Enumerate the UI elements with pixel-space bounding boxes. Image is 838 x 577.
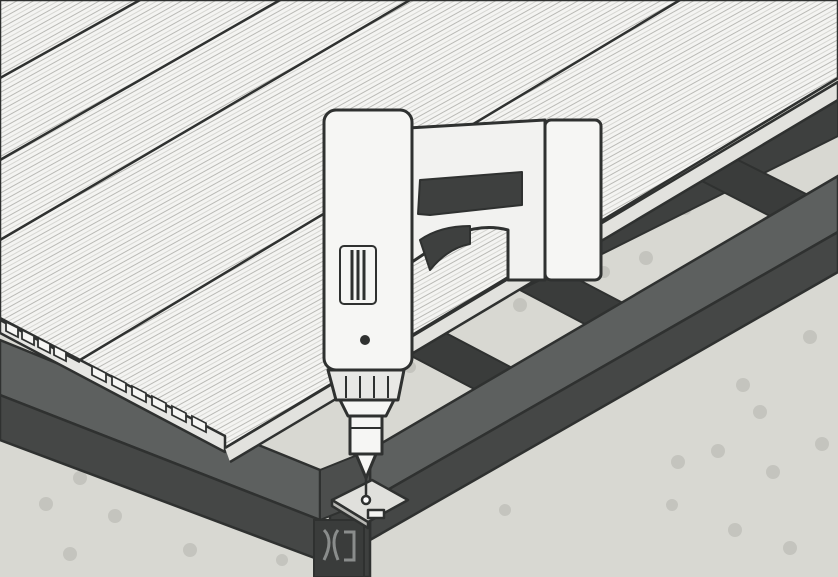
instruction-illustration (0, 0, 838, 577)
decking-drill-illustration (0, 0, 838, 577)
